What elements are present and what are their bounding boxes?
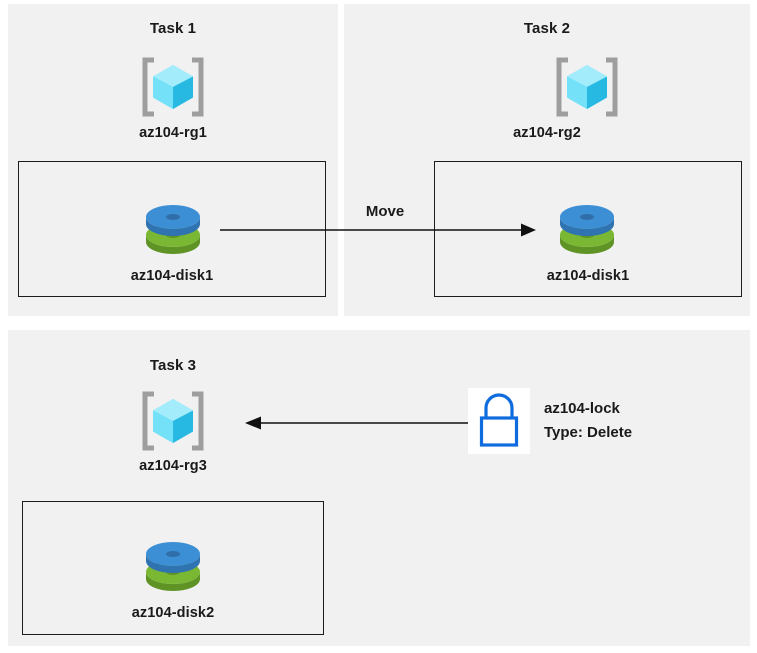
task2-title: Task 2 [523,20,571,37]
lock-icon-tile [468,388,530,454]
azure-disk-icon [142,536,204,594]
task1-title: Task 1 [149,20,197,37]
azure-resource-group-icon [554,56,620,118]
move-connector-label: Move [365,203,405,220]
azure-resource-group-icon [140,56,206,118]
task3-title: Task 3 [149,357,197,374]
task3-resource-label: az104-disk2 [131,605,215,621]
azure-disk-icon [142,199,204,257]
lock-type-label: Type: Delete [544,424,633,441]
task3-resource-group-label: az104-rg3 [139,458,207,474]
move-connector-arrow [220,223,536,237]
lock-icon [479,393,519,447]
azure-resource-group-icon [140,390,206,452]
lock-name-label: az104-lock [544,400,620,417]
azure-disk-icon [556,199,618,257]
lock-connector-arrow [245,416,468,430]
task1-resource-label: az104-disk1 [130,268,214,284]
task1-resource-group-label: az104-rg1 [139,125,207,141]
task2-resource-label: az104-disk1 [546,268,630,284]
task2-resource-group-label: az104-rg2 [513,125,581,141]
